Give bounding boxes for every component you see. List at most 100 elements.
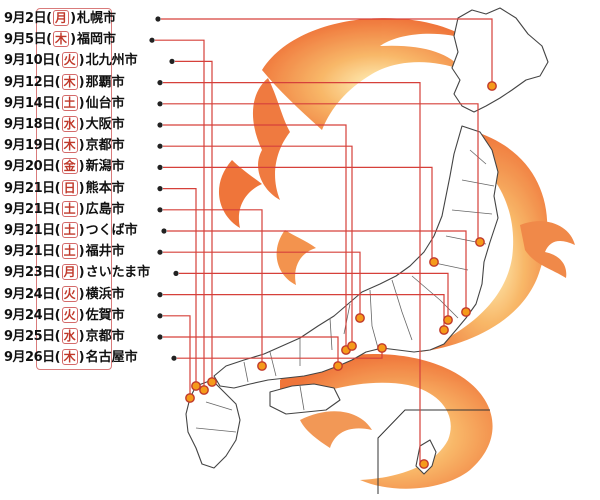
city-marker-icon[interactable] (487, 81, 497, 91)
city-marker-icon[interactable] (207, 377, 217, 387)
paren-close: ) (78, 53, 85, 69)
schedule-weekday: 火 (61, 285, 78, 302)
schedule-city[interactable]: 名古屋市 (85, 350, 138, 366)
leader-line (163, 251, 361, 318)
city-marker-icon[interactable] (333, 361, 343, 371)
map-kyushu (185, 379, 241, 469)
schedule-date: 9月2日 (4, 11, 47, 26)
paren-open: ( (54, 180, 61, 196)
paren-open: ( (54, 53, 61, 69)
paren-open: ( (54, 95, 61, 111)
schedule-weekday: 土 (61, 243, 78, 260)
leader-line (163, 124, 347, 350)
schedule-city[interactable]: 京都市 (85, 329, 125, 344)
schedule-city[interactable]: 広島市 (85, 201, 125, 217)
schedule-weekday: 土 (61, 200, 78, 217)
schedule-weekday: 木 (61, 137, 78, 154)
paren-open: ( (54, 329, 61, 344)
city-marker-icon[interactable] (419, 459, 429, 469)
schedule-weekday: 木 (61, 349, 78, 366)
schedule-row[interactable]: 9月10日(火)北九州市 (4, 51, 138, 71)
city-marker-icon[interactable] (347, 341, 357, 351)
paren-close: ) (78, 286, 85, 302)
schedule-row[interactable]: 9月12日(木)那覇市 (4, 73, 125, 93)
paren-close: ) (78, 74, 85, 90)
schedule-city[interactable]: 北九州市 (85, 53, 138, 69)
schedule-row[interactable]: 9月20日(金)新潟市 (4, 157, 125, 177)
schedule-row[interactable]: 9月19日(木)京都市 (4, 136, 125, 156)
schedule-row[interactable]: 9月24日(火)佐賀市 (4, 306, 125, 326)
schedule-city[interactable]: 福井市 (85, 244, 125, 260)
schedule-row[interactable]: 9月2日(月)札幌市 (4, 9, 116, 29)
schedule-date: 9月10日 (4, 53, 55, 69)
city-marker-icon[interactable] (443, 315, 453, 325)
dragon-head (262, 18, 470, 131)
leader-line (161, 18, 493, 86)
paren-open: ( (54, 307, 61, 323)
schedule-weekday: 金 (61, 158, 78, 175)
schedule-row[interactable]: 9月21日(土)福井市 (4, 242, 125, 262)
paren-open: ( (46, 11, 53, 26)
city-marker-icon[interactable] (191, 381, 201, 391)
city-marker-icon[interactable] (185, 393, 195, 403)
schedule-city[interactable]: 横浜市 (85, 286, 125, 302)
schedule-city[interactable]: 京都市 (85, 138, 125, 154)
dragon-body (420, 130, 548, 352)
bullet-dot-icon (157, 313, 163, 319)
bullet-dot-icon (157, 186, 163, 192)
schedule-city[interactable]: 札幌市 (77, 11, 117, 26)
map-honshu (213, 125, 499, 389)
schedule-date: 9月25日 (4, 329, 55, 344)
schedule-row[interactable]: 9月21日(日)熊本市 (4, 179, 125, 199)
schedule-city[interactable]: 新潟市 (85, 159, 125, 175)
paren-close: ) (70, 32, 77, 48)
city-marker-icon[interactable] (439, 325, 449, 335)
bullet-dot-icon (157, 334, 163, 340)
schedule-row[interactable]: 9月24日(火)横浜市 (4, 285, 125, 305)
schedule-date: 9月5日 (4, 32, 47, 48)
schedule-city[interactable]: 仙台市 (85, 95, 125, 111)
schedule-row[interactable]: 9月18日(水)大阪市 (4, 115, 125, 135)
schedule-city[interactable]: 佐賀市 (85, 307, 125, 323)
schedule-city[interactable]: さいたま市 (85, 265, 151, 281)
schedule-row[interactable]: 9月25日(水)京都市 (4, 327, 125, 347)
paren-close: ) (78, 329, 85, 344)
city-marker-icon[interactable] (199, 385, 209, 395)
leader-line (163, 336, 339, 366)
city-marker-icon[interactable] (429, 257, 439, 267)
paren-close: ) (78, 201, 85, 217)
paren-open: ( (54, 286, 61, 302)
paren-close: ) (78, 307, 85, 323)
dragon-mane (252, 78, 290, 200)
schedule-row[interactable]: 9月14日(土)仙台市 (4, 94, 125, 114)
schedule-weekday: 火 (61, 52, 78, 69)
bullet-dot-icon (157, 122, 163, 128)
schedule-city[interactable]: 福岡市 (77, 32, 117, 48)
schedule-weekday: 水 (61, 116, 78, 132)
bullet-dot-icon (169, 58, 175, 64)
schedule-row[interactable]: 9月23日(月)さいたま市 (4, 263, 150, 283)
city-marker-icon[interactable] (355, 313, 365, 323)
paren-open: ( (54, 138, 61, 154)
paren-close: ) (78, 138, 85, 154)
schedule-city[interactable]: 熊本市 (85, 180, 125, 196)
schedule-row[interactable]: 9月21日(土)広島市 (4, 200, 125, 220)
schedule-weekday: 木 (53, 31, 70, 48)
schedule-weekday: 木 (61, 73, 78, 90)
paren-open: ( (46, 32, 53, 48)
paren-close: ) (78, 265, 85, 281)
city-marker-icon[interactable] (461, 307, 471, 317)
city-marker-icon[interactable] (377, 343, 387, 353)
paren-close: ) (70, 11, 77, 26)
dragon-claw-right (520, 221, 575, 278)
schedule-city[interactable]: 大阪市 (85, 117, 125, 132)
city-marker-icon[interactable] (257, 361, 267, 371)
schedule-city[interactable]: つくば市 (85, 223, 138, 238)
city-marker-icon[interactable] (475, 237, 485, 247)
schedule-row[interactable]: 9月5日(木)福岡市 (4, 30, 116, 50)
schedule-weekday: 水 (61, 328, 78, 344)
schedule-row[interactable]: 9月26日(木)名古屋市 (4, 348, 138, 368)
schedule-city[interactable]: 那覇市 (85, 74, 125, 90)
schedule-row[interactable]: 9月21日(土)つくば市 (4, 221, 138, 241)
